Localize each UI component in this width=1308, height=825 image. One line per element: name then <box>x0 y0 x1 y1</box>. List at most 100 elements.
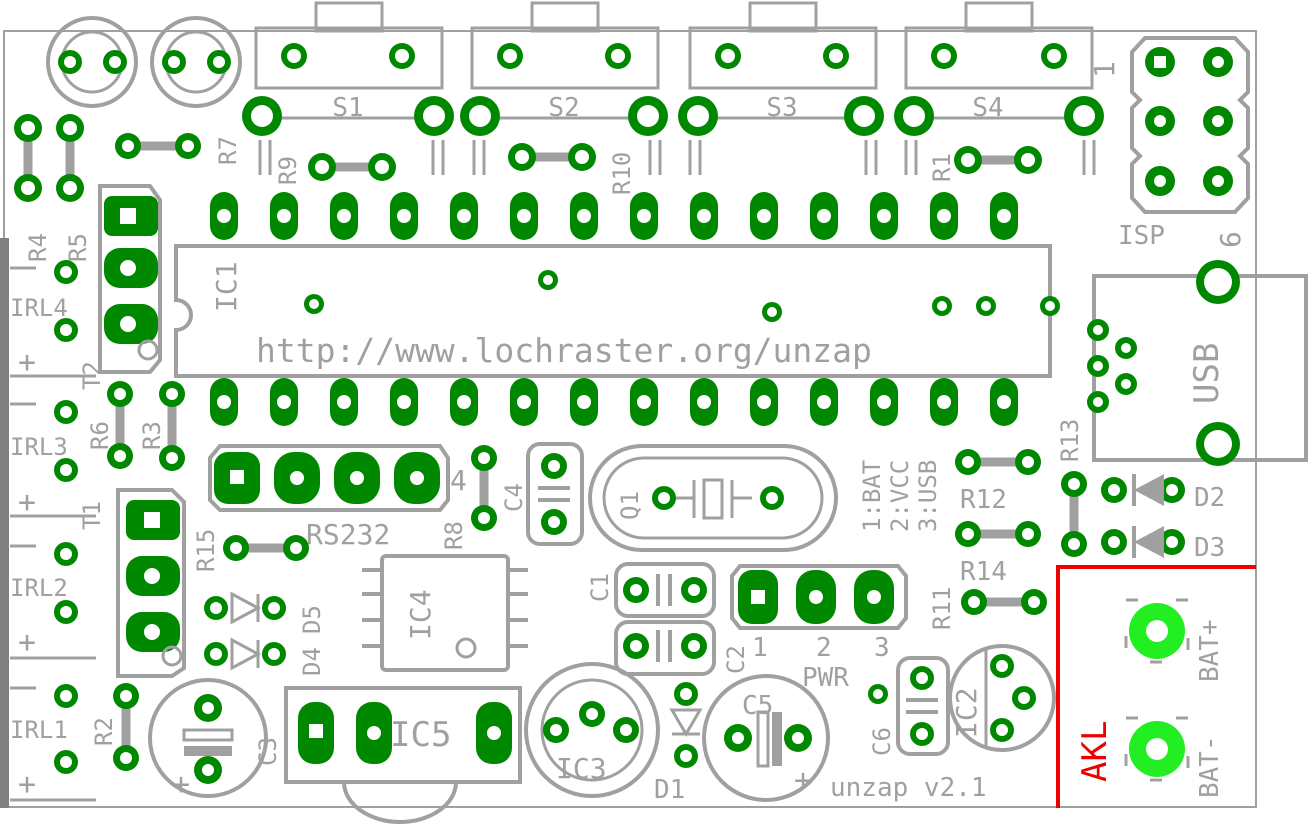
crystal-q1: Q1 <box>588 444 838 552</box>
r1-label: R1 <box>928 153 956 182</box>
r13-label: R13 <box>1056 419 1084 462</box>
diode-d4: D4 <box>204 637 326 676</box>
c5-label: C5 <box>742 691 773 721</box>
capacitor-c1: C1 <box>586 562 716 618</box>
ir-receiver-left <box>46 16 138 108</box>
ic3-label: IC3 <box>556 752 607 785</box>
r2-label: R2 <box>90 717 118 746</box>
switch-s3[interactable]: S3 <box>678 1 884 136</box>
ir-led-irl1: IRL1 + <box>10 684 96 802</box>
irl2-label: IRL2 <box>10 574 68 602</box>
c5-plus: + <box>794 763 812 798</box>
ic2-regulator: IC2 <box>948 644 1056 752</box>
ic1-label: IC1 <box>210 261 243 312</box>
r14-label: R14 <box>960 557 1007 587</box>
usb-label: USB <box>1187 343 1227 404</box>
capacitor-c5: C5 + <box>702 674 830 802</box>
d3-label: D3 <box>1194 533 1225 563</box>
resistor-r10: R10 <box>508 143 636 195</box>
switch-ticks <box>258 140 1096 175</box>
rs232-pin4-label: 4 <box>450 464 467 497</box>
r4-label: R4 <box>24 233 52 262</box>
ir-led-irl4: IRL4 + <box>10 260 96 380</box>
ic4-chip: IC4 <box>362 554 528 672</box>
ic5-regulator: IC5 <box>284 686 522 824</box>
r11-label: R11 <box>928 587 956 630</box>
rs232-header[interactable]: RS232 4 <box>208 444 467 551</box>
r5-label: R5 <box>64 233 92 262</box>
r3-label: R3 <box>138 421 166 450</box>
pwr-jumper[interactable]: 1 2 3 PWR <box>730 564 908 693</box>
d2-label: D2 <box>1194 483 1225 513</box>
isp-header[interactable]: 1 ISP 6 <box>1088 36 1250 251</box>
irl3-label: IRL3 <box>10 433 68 461</box>
pwr-label: PWR <box>802 663 849 693</box>
resistor-r8: R8 <box>440 445 497 550</box>
switch-s2-label: S2 <box>548 93 579 123</box>
r10-label: R10 <box>608 152 636 195</box>
resistor-r2: R2 <box>90 683 139 771</box>
transistor-t2: T2 <box>78 184 162 390</box>
resistor-r7: R7 <box>115 133 242 165</box>
switch-s4-label: S4 <box>972 93 1003 123</box>
d4-label: D4 <box>298 647 326 676</box>
switch-s2[interactable]: S2 <box>460 1 668 136</box>
irl1-label: IRL1 <box>10 716 68 744</box>
c2-label: C2 <box>722 645 750 674</box>
r6-label: R6 <box>86 421 114 450</box>
capacitor-c4: C4 <box>500 442 584 546</box>
isp-pin1-label: 1 <box>1088 61 1121 78</box>
r12-label: R12 <box>960 485 1007 515</box>
c3-plus: + <box>172 767 190 802</box>
c6-label: C6 <box>868 727 896 756</box>
ic1-pins-bottom <box>210 378 1018 426</box>
diode-d2: D2 <box>1101 474 1225 513</box>
left-edge-bar <box>0 238 9 808</box>
switch-s1[interactable]: S1 <box>242 1 454 136</box>
isp-label: ISP <box>1118 221 1165 251</box>
switch-s4[interactable]: S4 <box>894 1 1104 136</box>
resistor-r11: R11 <box>928 587 1047 630</box>
resistor-r1: R1 <box>928 146 1042 182</box>
resistor-r13: R13 <box>1056 419 1087 557</box>
pwr-pin3-label: 3 <box>874 633 890 663</box>
ic1-pins-top <box>210 192 1018 240</box>
pwr-legend-vcc: 2:VCC <box>886 460 914 532</box>
r9-label: R9 <box>274 156 302 185</box>
resistor-r14: R14 <box>955 521 1041 587</box>
ir-receiver-right <box>150 16 242 108</box>
irl3-plus: + <box>18 485 36 520</box>
irl4-plus: + <box>18 345 36 380</box>
resistor-r5: R5 <box>56 114 92 262</box>
usb-connector[interactable]: USB <box>1087 260 1308 466</box>
battery-minus-pad[interactable]: BAT- <box>1124 716 1225 798</box>
resistor-r6: R6 <box>86 381 133 469</box>
q1-label: Q1 <box>616 491 644 520</box>
ic1-microcontroller: IC1 http://www.lochraster.org/unzap <box>174 192 1060 426</box>
akl-label: AKL <box>1075 721 1115 782</box>
capacitor-c3: + C3 <box>148 678 282 802</box>
irl1-plus: + <box>18 767 36 802</box>
ic1-url-text: http://www.lochraster.org/unzap <box>256 331 872 370</box>
diode-d3: D3 <box>1101 526 1225 563</box>
resistor-r9: R9 <box>274 153 396 185</box>
board-title: unzap v2.1 <box>830 773 987 803</box>
akl-battery-area: AKL <box>1056 565 1256 808</box>
r8-label: R8 <box>440 521 468 550</box>
ic4-label: IC4 <box>404 589 437 640</box>
ic5-label: IC5 <box>390 715 451 755</box>
pwr-legend-usb: 3:USB <box>914 460 942 532</box>
pwr-legend-bat: 1:BAT <box>858 460 886 532</box>
ir-led-irl3: IRL3 + <box>10 400 96 520</box>
transistor-t1: T1 <box>78 488 186 678</box>
r7-label: R7 <box>214 136 242 165</box>
battery-plus-pad[interactable]: BAT+ <box>1124 598 1225 682</box>
resistor-r3: R3 <box>138 381 185 471</box>
irl2-plus: + <box>18 625 36 660</box>
pwr-legend: 1:BAT 2:VCC 3:USB <box>858 460 942 532</box>
ic3-sensor: IC3 <box>524 662 660 798</box>
irl4-label: IRL4 <box>10 294 68 322</box>
bat-plus-label: BAT+ <box>1195 619 1225 682</box>
c4-label: C4 <box>500 483 528 512</box>
